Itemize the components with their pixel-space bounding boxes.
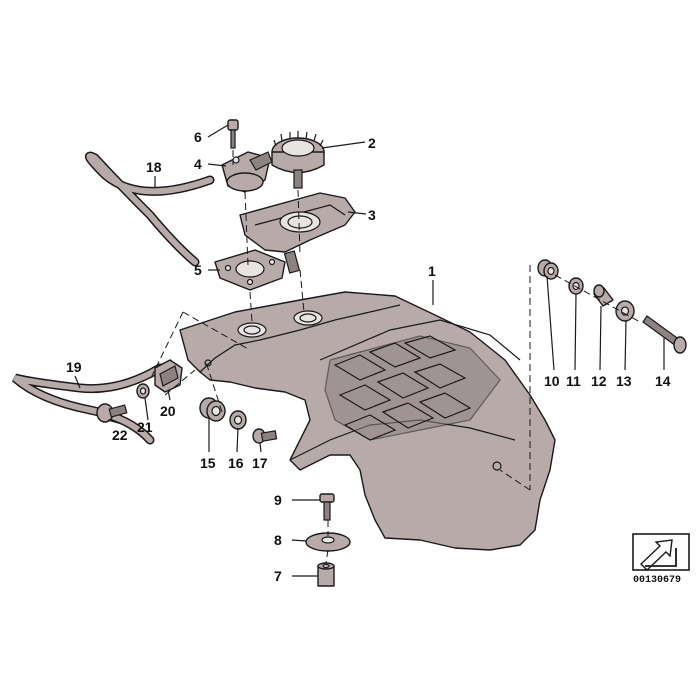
part-21-washer[interactable] xyxy=(136,383,150,399)
part-2-knurled-knob[interactable] xyxy=(271,131,325,189)
callout-15: 15 xyxy=(200,455,216,471)
callout-3: 3 xyxy=(368,207,376,223)
callout-14: 14 xyxy=(655,373,671,389)
callout-2: 2 xyxy=(368,135,376,151)
part-9-screw[interactable] xyxy=(319,493,335,521)
callout-21: 21 xyxy=(137,419,153,435)
callout-11: 11 xyxy=(566,373,581,389)
part-17-screw[interactable] xyxy=(252,428,278,444)
callout-6: 6 xyxy=(194,129,202,145)
part-13-washer[interactable] xyxy=(615,300,635,322)
part-1-tank-cover[interactable] xyxy=(179,291,556,551)
part-5-gasket[interactable] xyxy=(214,249,286,291)
callout-17: 17 xyxy=(252,455,268,471)
callout-12: 12 xyxy=(591,373,607,389)
callout-18: 18 xyxy=(146,159,162,175)
part-16-washer[interactable] xyxy=(229,410,247,430)
part-4-valve[interactable] xyxy=(221,151,273,193)
part-11-washer[interactable] xyxy=(568,277,584,295)
callout-10: 10 xyxy=(544,373,560,389)
arrow-icon xyxy=(639,539,673,571)
part-3-pump-housing[interactable] xyxy=(239,192,356,274)
assembly-lines xyxy=(149,150,641,564)
part-22-screw[interactable] xyxy=(96,403,128,423)
callout-16: 16 xyxy=(228,455,244,471)
grille-pattern xyxy=(333,335,472,441)
callout-8: 8 xyxy=(274,532,282,548)
part-12-spacer[interactable] xyxy=(593,284,614,307)
part-18-hose[interactable] xyxy=(84,151,215,267)
callout-7: 7 xyxy=(274,568,282,584)
callout-labels: 1 2 3 4 5 6 7 8 9 10 11 12 13 14 15 16 1… xyxy=(66,129,671,584)
diagram-id: 00130679 xyxy=(633,575,681,586)
part-14-bolt[interactable] xyxy=(642,315,687,354)
callout-1: 1 xyxy=(428,263,436,279)
leader-lines xyxy=(74,124,665,577)
part-6-screw[interactable] xyxy=(227,119,239,149)
part-20-clip[interactable] xyxy=(154,359,183,393)
callout-13: 13 xyxy=(616,373,632,389)
callout-22: 22 xyxy=(112,427,128,443)
diagram-stamp: 00130679 xyxy=(632,533,690,586)
callout-20: 20 xyxy=(160,403,176,419)
part-7-bushing[interactable] xyxy=(317,562,335,587)
callout-4: 4 xyxy=(194,156,202,172)
callout-9: 9 xyxy=(274,492,282,508)
callout-19: 19 xyxy=(66,359,82,375)
callout-5: 5 xyxy=(194,262,202,278)
part-10-grommet[interactable] xyxy=(537,259,559,280)
